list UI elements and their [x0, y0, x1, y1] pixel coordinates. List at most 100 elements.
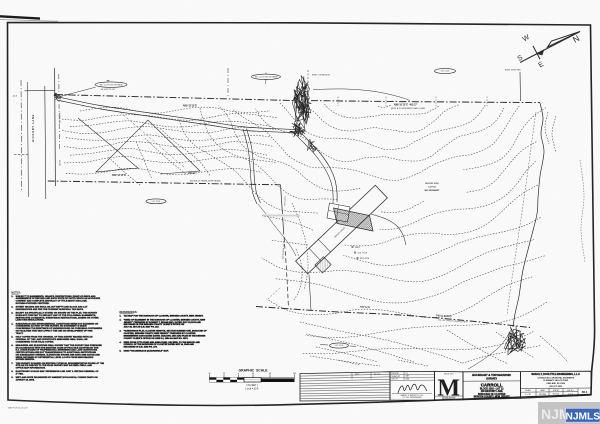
- svg-text:OAKLAND, NJ 07436: OAKLAND, NJ 07436: [546, 382, 565, 385]
- svg-text:NJMLS: NJMLS: [566, 411, 600, 422]
- svg-text:3.: 3.: [120, 331, 122, 333]
- svg-text:CONSIDERED TO BE VALID COPIES.: CONSIDERED TO BE VALID COPIES.: [16, 340, 55, 343]
- svg-text:LOT 52: LOT 52: [428, 187, 436, 189]
- svg-text:7.: 7.: [11, 363, 13, 365]
- svg-text:BOROUGH OF CLOSTER: BOROUGH OF CLOSTER: [478, 394, 506, 396]
- svg-text:E: E: [537, 61, 545, 70]
- svg-text:SHOWN HEREON.: SHOWN HEREON.: [16, 359, 35, 361]
- svg-text:“DEED OF EASEMENT IN THE BOROU: “DEED OF EASEMENT IN THE BOROUGH OF CLOS…: [124, 318, 206, 321]
- svg-text:CONCERNING THE EXISTENCE OF UN: CONCERNING THE EXISTENCE OF UNDERGROUND …: [16, 327, 103, 330]
- svg-text:DATE: DATE: [355, 373, 359, 376]
- svg-text:OR SUBSEQUENT OWNERS. ELEVATIO: OR SUBSEQUENT OWNERS. ELEVATIONS SHOWN A…: [16, 353, 101, 356]
- svg-text:IRON PIPE: IRON PIPE: [360, 258, 370, 260]
- svg-text:AUGUST 13, 2008.: AUGUST 13, 2008.: [16, 379, 35, 382]
- svg-text:McNally Doolittle: McNally Doolittle: [442, 396, 455, 399]
- svg-text:240.01' (DEED): 240.01' (DEED): [436, 314, 452, 318]
- svg-text:“SUBDIVISION PLAT, CLOSTER HEI: “SUBDIVISION PLAT, CLOSTER HEIGHTS, SECT…: [124, 330, 208, 333]
- svg-text:DATE: DATE: [540, 389, 545, 392]
- svg-text:JERSEY” PREPARED BY ROBERT T.: JERSEY” PREPARED BY ROBERT T. REGAN ESQ.…: [124, 321, 202, 324]
- svg-text:WERE OBTAINED BY DIFFERENTIAL: WERE OBTAINED BY DIFFERENTIAL LEVEL LOOP…: [16, 356, 94, 359]
- svg-text:100.00': 100.00': [60, 159, 62, 166]
- svg-text:SHT NO.: SHT NO.: [567, 390, 574, 392]
- svg-text:CURRENT AND COMPLETE ABSTRACT: CURRENT AND COMPLETE ABSTRACT OF TITLE M…: [16, 300, 88, 303]
- svg-text:08-0134: 08-0134: [553, 394, 560, 396]
- svg-text:EXIST. MON. FND.: EXIST. MON. FND.: [505, 70, 522, 72]
- svg-text:DRAWN BY: DRAWN BY: [392, 375, 401, 378]
- svg-text:N/F MUSBART: N/F MUSBART: [424, 189, 440, 192]
- svg-text:3.: 3.: [11, 313, 13, 315]
- svg-text:N09°13'15"E: N09°13'15"E: [112, 174, 126, 177]
- svg-text:PG.: PG.: [406, 373, 409, 375]
- svg-text:HSM: HSM: [406, 379, 410, 381]
- svg-text:130 HICKORY LANE: 130 HICKORY LANE: [481, 390, 503, 393]
- svg-text:FIELD BK.: FIELD BK.: [392, 373, 400, 375]
- svg-text:AGREEMENTS OF RECORD AND SUCH: AGREEMENTS OF RECORD AND SUCH STATE OF F…: [16, 297, 101, 300]
- svg-text:N05°51'45"E: N05°51'45"E: [284, 195, 287, 206]
- svg-text:LOT 51.01: LOT 51.01: [441, 71, 449, 73]
- svg-text:BLOCK 2102 - LOT 12: BLOCK 2102 - LOT 12: [480, 389, 504, 391]
- svg-text:5.: 5.: [120, 351, 122, 353]
- svg-text:GRAPHIC SCALE: GRAPHIC SCALE: [238, 369, 268, 373]
- svg-text:1" = 30': 1" = 30': [525, 394, 532, 396]
- svg-text:1.: 1.: [11, 296, 13, 298]
- svg-text:CONSULTING & MUNICIPAL ENGINEE: CONSULTING & MUNICIPAL ENGINEERS: [537, 376, 575, 379]
- svg-text:LAND USE REGULATIONS.: LAND USE REGULATIONS.: [16, 319, 45, 322]
- svg-text:N: N: [571, 33, 581, 45]
- svg-text:NJM: NJM: [541, 406, 571, 422]
- svg-text:EXIST. STONE MON.: EXIST. STONE MON.: [312, 75, 331, 77]
- svg-text:THIS SURVEY IS BASED ON EXISTI: THIS SURVEY IS BASED ON EXISTING PHYSICA…: [16, 362, 105, 365]
- svg-text:DOES NOT PURPORT TO REFLECT AN: DOES NOT PURPORT TO REFLECT ANY OF THE F…: [16, 314, 97, 317]
- svg-text:CONSIDERED AS PART OF THIS SUR: CONSIDERED AS PART OF THIS SURVEY. NO ST…: [16, 325, 88, 328]
- svg-text:+26.8: +26.8: [12, 96, 17, 98]
- svg-text:60: 60: [269, 373, 272, 375]
- svg-text:P.O.B.: P.O.B.: [64, 95, 70, 97]
- svg-text:S09°13'15"W: S09°13'15"W: [60, 112, 62, 123]
- svg-text:0: 0: [238, 373, 240, 375]
- svg-text:LOT 12.02: LOT 12.02: [335, 345, 343, 347]
- svg-text:08/13/08: 08/13/08: [539, 394, 546, 396]
- svg-text:SINCE 1957: SINCE 1957: [444, 374, 453, 376]
- svg-text:15: 15: [223, 373, 226, 375]
- svg-text:COUNCIL OF THE BOROUGH OF CLOS: COUNCIL OF THE BOROUGH OF CLOSTER DATED …: [124, 343, 195, 346]
- svg-text:STREET GRADES AND BUILT-ON-OUT: STREET GRADES AND BUILT-ON-OUT DEPTH AND…: [16, 306, 89, 309]
- svg-text:LIC. NO. 24GS02980400: LIC. NO. 24GS02980400: [403, 397, 422, 399]
- svg-text:( IN FEET ): ( IN FEET ): [246, 385, 258, 387]
- svg-text:NOTES:: NOTES:: [11, 292, 21, 295]
- svg-text:SURVEY: SURVEY: [486, 377, 497, 381]
- svg-text:(MON. A TO MONUMENT (HELD) LIN: (MON. A TO MONUMENT (HELD) LINE): [391, 107, 425, 110]
- svg-text:JULY 30, 1974 IN D.B. 5837 PG.: JULY 30, 1974 IN D.B. 5837 PG. 327.: [124, 326, 160, 329]
- svg-text:RESTRICTIVE COVENANTS, SUBDIVI: RESTRICTIVE COVENANTS, SUBDIVISION RESTR…: [16, 316, 99, 319]
- svg-text:CLOSTER, BERGEN COUNTY, NEW JE: CLOSTER, BERGEN COUNTY, NEW JERSEY” PREP…: [124, 332, 196, 335]
- svg-text:ENGINEERING CO.: ENGINEERING CO.: [442, 399, 456, 401]
- svg-text:1 of 1: 1 of 1: [568, 394, 573, 396]
- svg-text:DEED FROM OTTO FUNK AND ANNA F: DEED FROM OTTO FUNK AND ANNA FUNK, HIS W…: [124, 341, 201, 344]
- svg-text:TEL. CO. R.O.W. (30' WIDE): TEL. CO. R.O.W. (30' WIDE): [254, 77, 277, 79]
- svg-text:HICKORY LANE: HICKORY LANE: [31, 114, 35, 142]
- svg-text:TEL. CO. R.O.W. (30' WIDE): TEL. CO. R.O.W. (30' WIDE): [99, 84, 122, 86]
- svg-text:BLOCK 2102: BLOCK 2102: [425, 183, 439, 185]
- svg-text:2" FEB.: 2" FEB.: [16, 374, 24, 376]
- svg-text:USGS “HACKENSACK QUADRANGLE” M: USGS “HACKENSACK QUADRANGLE” MAP.: [124, 350, 169, 353]
- svg-text:265.01': 265.01': [188, 172, 196, 175]
- svg-text:ELECTRONIC SCALED MAP REFERENC: ELECTRONIC SCALED MAP REFERENCE 5-280 JU…: [16, 370, 100, 373]
- svg-text:REV. NO.: REV. NO.: [374, 374, 381, 376]
- svg-text:BOUNDARY & TOPOGRAPHIC: BOUNDARY & TOPOGRAPHIC: [472, 373, 511, 377]
- svg-text:CERTIFICATIONS ARE NOT TRANSFE: CERTIFICATIONS ARE NOT TRANSFERABLE TO A…: [16, 351, 97, 354]
- svg-text:30: 30: [208, 373, 211, 375]
- svg-text:ORIGINAL OF THE LAND SURVEYOR': ORIGINAL OF THE LAND SURVEYOR'S EMBOSSED…: [16, 338, 88, 341]
- svg-text:4.: 4.: [120, 341, 122, 344]
- svg-text:8.: 8.: [11, 371, 13, 373]
- svg-text:DESIGNATIONS ARE PER THE CURRE: DESIGNATIONS ARE PER THE CURRENT MUNICIP…: [16, 308, 84, 311]
- svg-text:OFFICE MAP INFORMATION.: OFFICE MAP INFORMATION.: [16, 367, 46, 370]
- svg-text:LOT 12.01: LOT 12.01: [152, 201, 160, 203]
- svg-text:120: 120: [293, 373, 297, 375]
- svg-text:ONLY COPIES FROM THE ORIGINAL: ONLY COPIES FROM THE ORIGINAL OF THIS SU…: [16, 336, 93, 339]
- svg-text:UTIL. POLE: UTIL. POLE: [358, 252, 368, 254]
- svg-text:2.: 2.: [120, 319, 122, 321]
- svg-text:COUNTY CLERK’S OFFICE ON JUNE: COUNTY CLERK’S OFFICE ON JUNE 14, 1954 A…: [124, 337, 189, 340]
- svg-text:S: S: [516, 54, 524, 63]
- svg-text:OR FACILITIES THAT MAY AFFECT: OR FACILITIES THAT MAY AFFECT THE USE OR…: [16, 330, 93, 333]
- svg-text:SB-2: SB-2: [582, 391, 588, 394]
- svg-text:RECORDED IN D.B. 2182 PG. 178.: RECORDED IN D.B. 2182 PG. 178.: [124, 347, 158, 349]
- svg-text:ENGINEERING ASSOCIATES DATED J: ENGINEERING ASSOCIATES DATED JANUARY, 19…: [124, 334, 206, 337]
